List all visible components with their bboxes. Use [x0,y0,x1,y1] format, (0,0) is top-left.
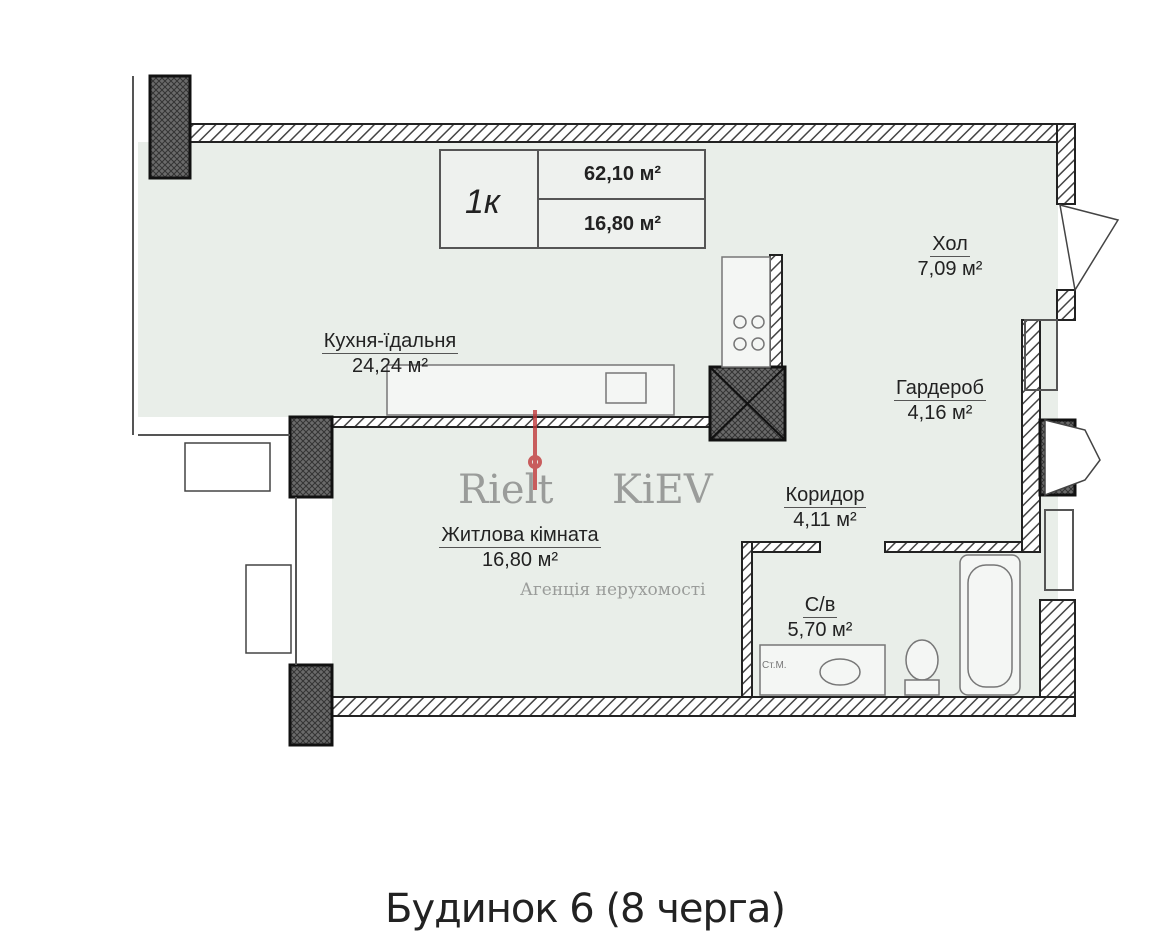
building-caption: Будинок 6 (8 черга) [385,886,786,932]
room-area: 4,16 м² [907,402,973,424]
doors [184,203,1120,654]
column-cross [709,366,786,441]
room-name: С/в [802,594,838,618]
washer-label: Ст.М. [762,660,787,671]
watermark-brand-right: KiEV [612,467,713,513]
room-name: Гардероб [894,377,986,401]
room-area: 4,11 м² [793,509,857,531]
walls [189,123,1076,717]
apartment-type: 1к [465,183,500,221]
bathroom-fixtures [759,554,1021,696]
watermark-brand-left: Rielt [458,467,554,513]
living-area: 16,80 м² [583,213,662,235]
room-name: Житлова кімната [439,524,601,548]
room-area: 5,70 м² [787,619,853,641]
room-area: 24,24 м² [351,355,428,377]
kitchen-fixtures [386,256,771,416]
watermark-key-icon [528,410,542,490]
summary-table-frame [439,149,706,249]
room-name: Хол [930,233,970,257]
room-area: 7,09 м² [917,258,983,280]
watermark-tagline: Агенція нерухомості [520,580,706,600]
room-area: 16,80 м² [481,549,558,571]
total-area: 62,10 м² [583,163,662,185]
windows [132,76,1074,665]
room-name: Кухня-їдальня [321,330,459,354]
room-name: Коридор [783,484,867,508]
